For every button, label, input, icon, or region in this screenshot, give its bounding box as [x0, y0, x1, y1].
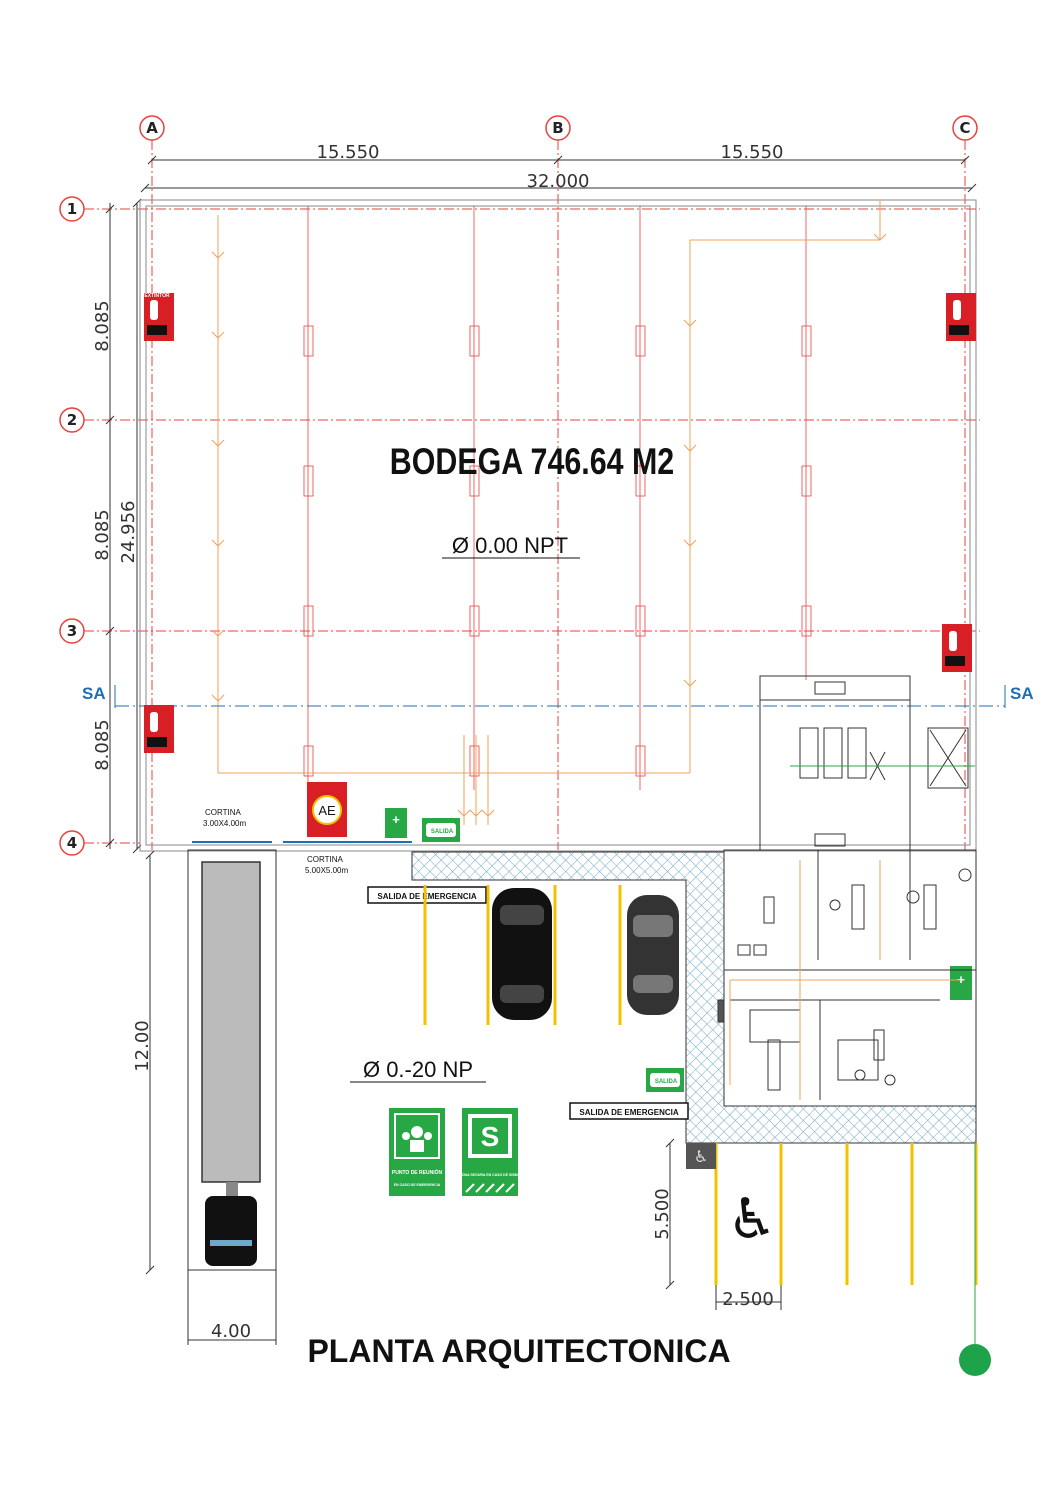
- office-routes: [729, 860, 960, 1100]
- plan-title: PLANTA ARQUITECTONICA: [307, 1333, 730, 1369]
- first-aid-plus: +: [392, 812, 400, 827]
- extinguisher-sign-3: [942, 624, 972, 672]
- safe-zone-sign: S ZONA SEGURA EN CASO DE SISMO: [460, 1108, 521, 1196]
- cortina-2-label: CORTINA: [307, 855, 344, 864]
- first-aid-plus-2: +: [957, 972, 965, 987]
- section-label-right: SA: [1010, 684, 1034, 703]
- dim-col-ab: 15.550: [317, 142, 380, 163]
- grid-row-2: 2: [59, 407, 85, 433]
- first-aid-sign-1: +: [385, 808, 407, 838]
- dim-parking-width: 2.500: [722, 1289, 774, 1310]
- section-line: SA SA: [82, 684, 1034, 708]
- extinguisher-sign-4: [144, 705, 174, 753]
- car-black: [492, 888, 552, 1020]
- salida-text-1: SALIDA: [431, 829, 454, 835]
- grid-row-2-label: 2: [67, 411, 77, 429]
- dim-row-23: 8.085: [92, 509, 113, 561]
- structure-lines: [303, 206, 812, 790]
- site-marker: [959, 1143, 991, 1376]
- meeting-point-subtext: EN CASO DE EMERGENCIA: [394, 1183, 441, 1187]
- dim-total-width: 32.000: [527, 171, 590, 192]
- section-label-left: SA: [82, 684, 106, 703]
- grid-column-bubbles: A B C: [139, 115, 978, 141]
- extinguisher-sign-1: EXTINTOR: [144, 293, 174, 341]
- grid-column-a: A: [139, 115, 165, 141]
- grid-row-4: 4: [59, 830, 85, 856]
- dim-yard-depth: 12.00: [132, 1020, 153, 1072]
- emergency-exit-text-2: SALIDA DE EMERGENCIA: [579, 1108, 678, 1117]
- emergency-exit-label-1: SALIDA DE EMERGENCIA: [367, 886, 487, 904]
- grid-lines: [84, 140, 980, 850]
- level-upper: Ø 0.00 NPT: [452, 533, 568, 558]
- safe-zone-text: ZONA SEGURA EN CASO DE SISMO: [460, 1173, 521, 1177]
- salida-text-2: SALIDA: [655, 1079, 678, 1085]
- wheelchair-icon-large: ♿: [727, 1187, 777, 1252]
- bottom-dimensions: [145, 850, 782, 1345]
- emergency-exit-label-2: SALIDA DE EMERGENCIA: [569, 1102, 689, 1120]
- truck: [187, 849, 277, 1271]
- cortina-1-label: CORTINA: [205, 808, 242, 817]
- grid-row-1-label: 1: [67, 200, 77, 218]
- accessible-parking: ♿ ♿: [686, 1143, 777, 1252]
- grid-column-b: B: [545, 115, 571, 141]
- ae-label: AE: [318, 803, 336, 818]
- first-aid-sign-2: +: [950, 966, 972, 1000]
- grid-row-3: 3: [59, 618, 85, 644]
- extinguisher-sign-2: [946, 293, 976, 341]
- grid-row-1: 1: [59, 196, 85, 222]
- bathrooms-block: [759, 675, 975, 851]
- dim-truck-width: 4.00: [211, 1321, 251, 1342]
- dim-total-height: 24.956: [118, 501, 139, 564]
- ae-sign: AE: [307, 782, 347, 837]
- top-dimensions: [140, 155, 977, 193]
- grid-row-bubbles: 1 2 3 4: [59, 196, 85, 856]
- meeting-point-sign: PUNTO DE REUNIÓN EN CASO DE EMERGENCIA: [389, 1108, 445, 1196]
- office-block: [717, 849, 977, 1107]
- evacuation-routes: [211, 200, 887, 825]
- level-lower: Ø 0.-20 NP: [363, 1057, 473, 1082]
- grid-column-c: C: [952, 115, 978, 141]
- dim-row-12: 8.085: [92, 300, 113, 352]
- grid-row-3-label: 3: [67, 622, 77, 640]
- warehouse-outline: [139, 199, 977, 852]
- emergency-exit-text-1: SALIDA DE EMERGENCIA: [377, 892, 476, 901]
- grid-column-c-label: C: [959, 119, 970, 137]
- meeting-point-text: PUNTO DE REUNIÓN: [392, 1168, 443, 1176]
- car-gray: [627, 895, 679, 1015]
- extinguisher-text-1: EXTINTOR: [144, 293, 170, 299]
- safe-zone-letter: S: [481, 1121, 500, 1152]
- grid-row-4-label: 4: [67, 834, 77, 852]
- grid-column-a-label: A: [146, 119, 158, 137]
- dim-row-34: 8.085: [92, 719, 113, 771]
- cortina-2-size: 5.00X5.00m: [305, 866, 348, 875]
- grid-column-b-label: B: [552, 119, 563, 137]
- wheelchair-icon-small: ♿: [694, 1147, 708, 1166]
- dim-parking-depth: 5.500: [652, 1188, 673, 1240]
- area-label: BODEGA 746.64 M2: [390, 441, 674, 482]
- salida-sign-2: SALIDA: [646, 1068, 684, 1092]
- salida-sign-1: SALIDA: [422, 818, 460, 842]
- dim-col-bc: 15.550: [721, 142, 784, 163]
- cortina-1-size: 3.00X4.00m: [203, 819, 246, 828]
- left-dimensions: [105, 198, 142, 854]
